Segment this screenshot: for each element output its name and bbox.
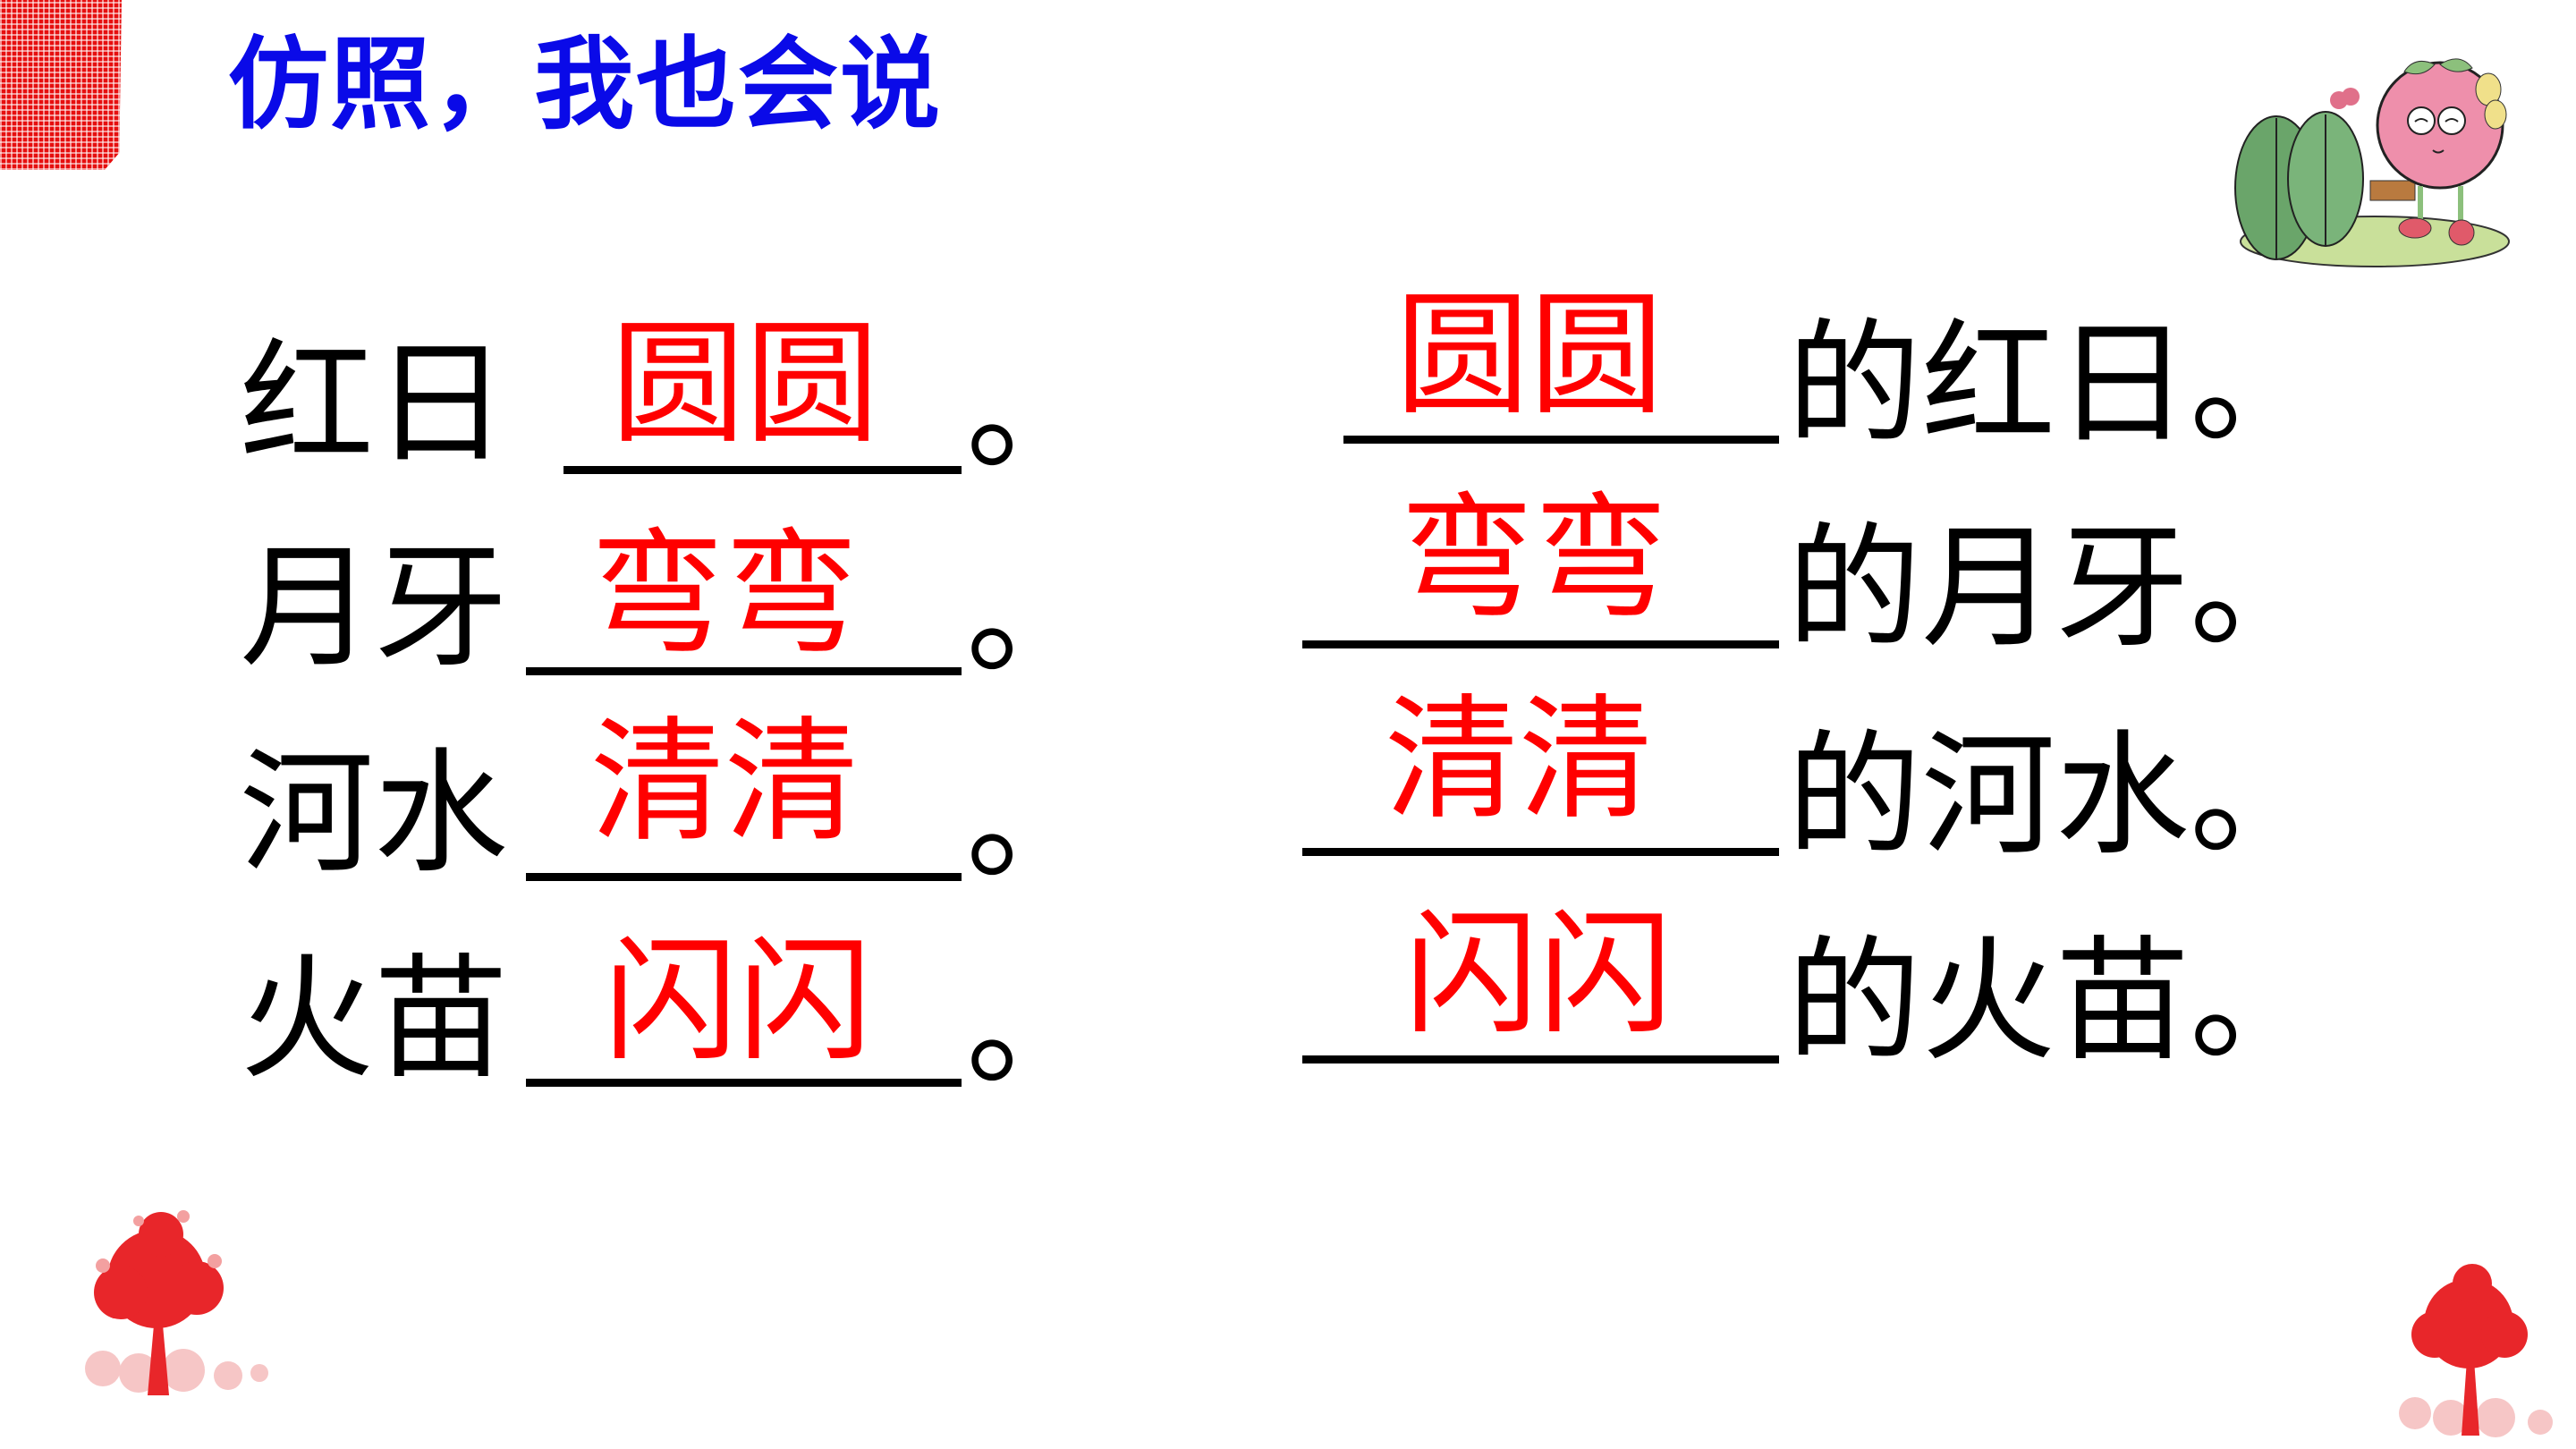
slide-title: 仿照，我也会说 [228, 27, 942, 143]
subject-text: 火苗 [240, 942, 509, 1097]
phrase-text: 的河水。 [1787, 718, 2325, 874]
phrase-text: 的红日。 [1787, 307, 2325, 462]
corner-decoration [0, 0, 122, 170]
blank-underline [564, 466, 962, 474]
answer-text: 清清 [590, 705, 860, 860]
answer-text: 闪闪 [604, 924, 873, 1080]
blank-underline [526, 873, 962, 881]
red-tree-right-icon [2399, 1264, 2553, 1437]
subject-text: 河水 [240, 736, 509, 892]
blank-underline [1302, 640, 1779, 648]
answer-text: 圆圆 [1395, 278, 1665, 434]
subject-text: 月牙 [240, 530, 509, 686]
answer-text: 圆圆 [611, 307, 880, 462]
period-text: 。 [966, 743, 1101, 899]
subject-text: 红日 [240, 326, 509, 482]
blank-underline [526, 667, 962, 675]
answer-text: 弯弯 [1400, 481, 1669, 637]
period-text: 。 [966, 949, 1101, 1105]
blank-underline [526, 1079, 962, 1087]
period-text: 。 [966, 334, 1101, 489]
phrase-text: 的月牙。 [1787, 511, 2325, 666]
phrase-text: 的火苗。 [1787, 924, 2325, 1080]
period-text: 。 [966, 538, 1101, 693]
answer-text: 弯弯 [590, 517, 860, 673]
answer-text: 清清 [1385, 682, 1654, 838]
blank-underline [1302, 848, 1779, 856]
apple-mascot-icon [2234, 58, 2510, 267]
red-tree-left-icon [85, 1210, 268, 1395]
answer-text: 闪闪 [1404, 897, 1674, 1053]
blank-underline [1343, 436, 1779, 444]
blank-underline [1302, 1055, 1779, 1063]
